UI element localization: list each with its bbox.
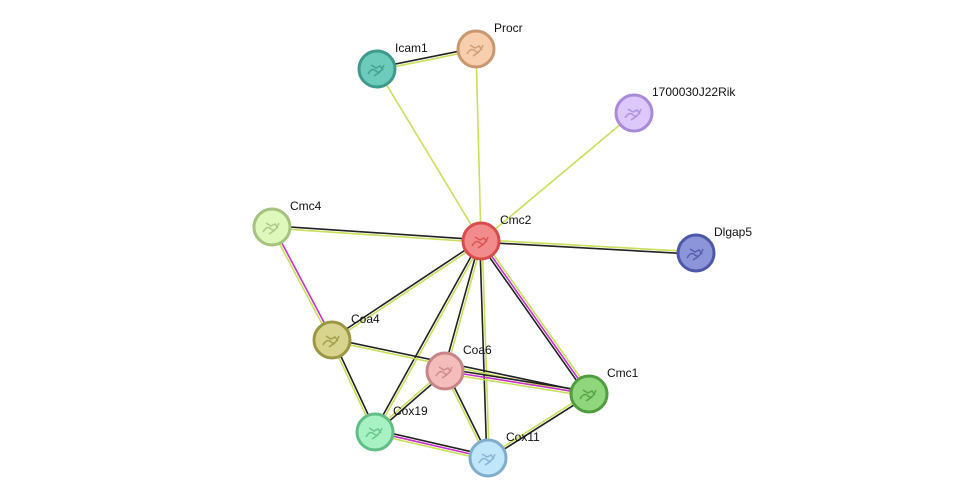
node-circle[interactable] [357, 49, 397, 89]
node-label: 1700030J22Rik [652, 85, 736, 99]
node-label: Cox11 [506, 430, 540, 444]
edge-evidence-line [330, 239, 482, 340]
node-coa4[interactable]: Coa4 [312, 312, 380, 360]
edge-evidence-line [487, 394, 591, 460]
protein-structure-icon [367, 64, 385, 77]
edge-coa6-cmc1[interactable] [443, 367, 591, 398]
edge-evidence-line [376, 68, 482, 242]
edge-evidence-line [478, 241, 588, 397]
edge-procr-cmc2[interactable] [475, 48, 482, 242]
node-label: Cmc4 [290, 199, 322, 213]
edge-evidence-line [480, 112, 635, 242]
node-dlgap5[interactable]: Dlgap5 [676, 225, 752, 273]
edge-evidence-line [271, 225, 482, 241]
node-procr[interactable]: Procr [456, 21, 523, 69]
edge-1700030j22rik-cmc2[interactable] [480, 112, 635, 242]
edge-evidence-line [444, 370, 590, 395]
node-label: Cox19 [393, 404, 428, 418]
node-icam1[interactable]: Icam1 [357, 41, 428, 89]
edge-evidence-line [475, 48, 482, 242]
node-circle[interactable] [468, 438, 508, 478]
node-label: Cmc2 [500, 213, 532, 227]
protein-structure-icon [466, 44, 484, 57]
node-circle[interactable] [252, 207, 292, 247]
edge-evidence-line [272, 225, 334, 341]
edge-cmc1-cox11[interactable] [486, 392, 591, 460]
edge-evidence-line [445, 240, 483, 373]
edge-evidence-line [270, 226, 332, 342]
node-coa6[interactable]: Coa6 [425, 343, 492, 391]
edge-evidence-line [481, 240, 490, 459]
protein-structure-icon [365, 427, 383, 440]
node-label: Procr [494, 21, 523, 35]
edge-coa6-cmc2[interactable] [443, 239, 483, 373]
protein-structure-icon [435, 366, 453, 379]
edge-evidence-line [479, 240, 488, 459]
edge-icam1-cmc2[interactable] [376, 68, 482, 242]
edge-cmc4-coa4[interactable] [270, 225, 334, 342]
edge-evidence-line [486, 392, 590, 458]
edge-cmc1-cmc2[interactable] [478, 238, 592, 397]
node-cox11[interactable]: Cox11 [468, 430, 540, 478]
node-cox19[interactable]: Cox19 [355, 404, 428, 452]
edge-evidence-line [271, 227, 482, 243]
edge-cox19-cmc2[interactable] [373, 239, 483, 434]
node-label: Icam1 [395, 41, 428, 55]
edge-evidence-line [480, 240, 590, 395]
edge-evidence-line [375, 240, 483, 434]
node-cmc1[interactable]: Cmc1 [569, 366, 639, 414]
node-circle[interactable] [425, 351, 465, 391]
node-circle[interactable] [355, 412, 395, 452]
protein-structure-icon [478, 453, 496, 466]
edge-coa4-cmc2[interactable] [330, 239, 483, 342]
node-circle[interactable] [456, 29, 496, 69]
node-label: Coa4 [351, 312, 380, 326]
protein-structure-icon [579, 389, 597, 402]
node-circle[interactable] [461, 221, 501, 261]
edge-cmc4-cmc2[interactable] [271, 225, 482, 243]
node-circle[interactable] [614, 93, 654, 133]
edge-evidence-line [443, 372, 590, 398]
edge-evidence-line [482, 238, 592, 394]
node-cmc2[interactable]: Cmc2 [461, 213, 532, 261]
node-label: Dlgap5 [714, 225, 752, 239]
node-circle[interactable] [312, 320, 352, 360]
node-1700030j22rik[interactable]: 1700030J22Rik [614, 85, 736, 133]
edge-evidence-line [443, 239, 481, 372]
edge-dlgap5-cmc2[interactable] [480, 239, 697, 255]
protein-structure-icon [624, 108, 642, 121]
edge-cox11-cmc2[interactable] [479, 240, 490, 459]
edge-evidence-line [444, 367, 591, 393]
node-cmc4[interactable]: Cmc4 [252, 199, 322, 247]
protein-structure-icon [322, 335, 340, 348]
edge-evidence-line [480, 241, 697, 255]
protein-structure-icon [471, 236, 489, 249]
node-circle[interactable] [676, 233, 716, 273]
protein-structure-icon [686, 248, 704, 261]
protein-structure-icon [262, 222, 280, 235]
edges-layer [270, 47, 697, 462]
node-label: Cmc1 [607, 366, 639, 380]
edge-evidence-line [331, 241, 483, 342]
edge-evidence-line [373, 239, 481, 433]
node-label: Coa6 [463, 343, 492, 357]
node-circle[interactable] [569, 374, 609, 414]
edge-evidence-line [480, 239, 697, 253]
